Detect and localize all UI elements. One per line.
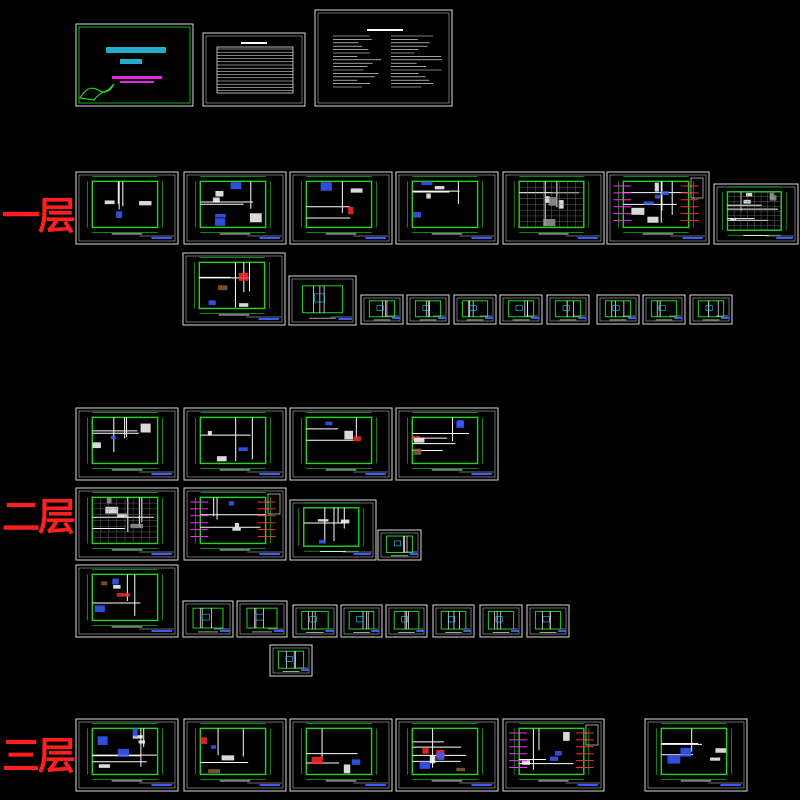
floor-1-sheet-5 <box>502 171 605 245</box>
floor-1-sheet-8 <box>182 252 286 326</box>
floor-2-sheet-7 <box>289 499 377 561</box>
floor-1-sheet-1 <box>75 171 179 245</box>
floor-2-sheet-3 <box>289 407 393 481</box>
floor-2-detail-5 <box>385 604 428 638</box>
floor-1-sheet-6 <box>606 171 710 245</box>
floor-3-sheet-2 <box>183 718 287 792</box>
floor-2-sheet-6 <box>183 487 287 561</box>
floor-1-detail-7 <box>642 294 686 325</box>
sheet-group <box>75 9 799 792</box>
floor-2-detail-3 <box>292 604 338 638</box>
floor-1-detail-4 <box>499 294 543 325</box>
floor-1-sheet-9 <box>288 275 357 326</box>
floor-3-sheet-5 <box>502 718 605 792</box>
floor-1-detail-2 <box>406 294 450 325</box>
floor-2-sheet-1 <box>75 407 179 481</box>
floor-1-label: 一层 <box>2 194 76 238</box>
floor-1-sheet-7 <box>713 183 799 245</box>
floor-2-sheet-2 <box>183 407 287 481</box>
floor-3-label: 三层 <box>2 734 76 778</box>
floor-2-detail-2 <box>236 600 288 638</box>
floor-1-detail-8 <box>689 294 733 325</box>
drawing-index-sheet <box>202 32 306 107</box>
floor-1-sheet-3 <box>289 171 393 245</box>
floor-3-sheet-6 <box>644 718 748 792</box>
floor-2-detail-6 <box>432 604 475 638</box>
design-notes-sheet <box>314 9 453 107</box>
floor-2-detail-7 <box>479 604 523 638</box>
floor-2-sheet-4 <box>395 407 499 481</box>
floor-2-detail-9 <box>269 644 313 677</box>
floor-1-detail-3 <box>453 294 497 325</box>
floor-1-sheet-2 <box>183 171 287 245</box>
floor-2-sheet-9 <box>75 564 179 638</box>
floor-2-detail-8 <box>526 604 570 638</box>
floor-1-detail-5 <box>546 294 590 325</box>
floor-3-sheet-1 <box>75 718 179 792</box>
floor-2-sheet-8 <box>377 529 422 561</box>
floor-2-sheet-5 <box>75 487 179 561</box>
floor-3-sheet-3 <box>289 718 393 792</box>
floor-2-label: 二层 <box>2 495 76 539</box>
floor-1-sheet-4 <box>395 171 499 245</box>
floor-2-detail-1 <box>182 600 234 638</box>
floor-3-sheet-4 <box>395 718 499 792</box>
floor-1-detail-6 <box>596 294 640 325</box>
floor-1-detail-1 <box>360 294 404 325</box>
cover-sheet <box>75 23 194 107</box>
floor-2-detail-4 <box>340 604 383 638</box>
